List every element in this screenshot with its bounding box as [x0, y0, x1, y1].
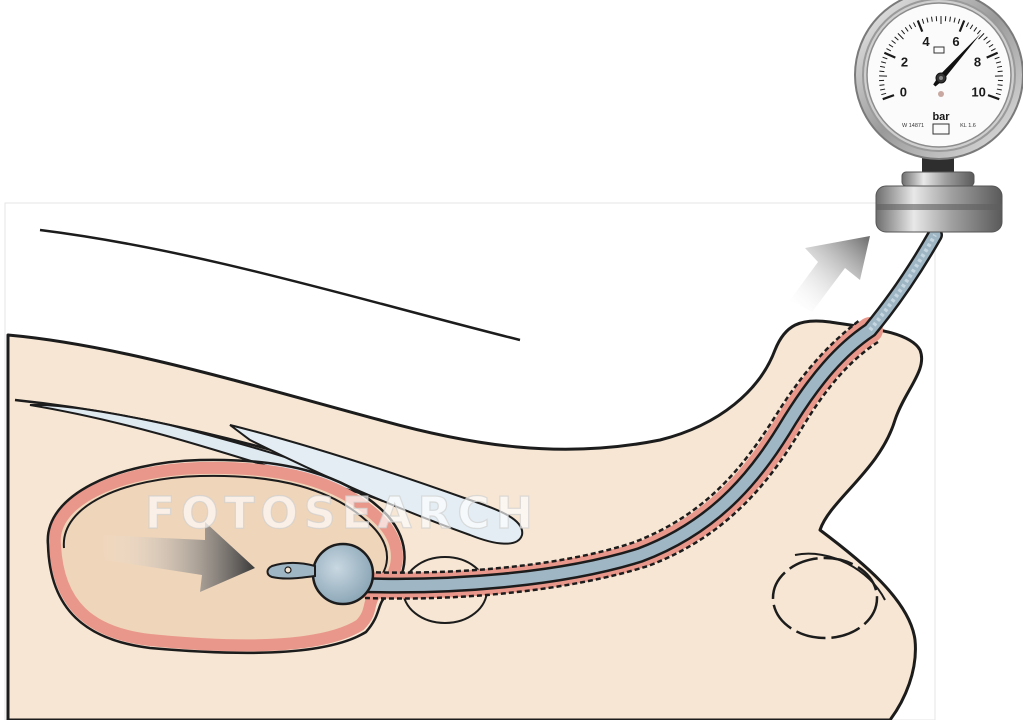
gauge-label-10: 10	[971, 85, 985, 100]
catheter-balloon	[313, 544, 373, 604]
gauge-label-0: 0	[900, 85, 907, 100]
gauge-collar	[902, 172, 974, 186]
gauge-model-text: W 14871	[902, 123, 924, 129]
anatomy-illustration: FOTOSEARCH	[5, 203, 935, 720]
gauge-small-dot	[938, 91, 944, 97]
gauge-label-4: 4	[922, 34, 930, 49]
gauge-flange-band	[876, 204, 1002, 210]
gauge-class-text: KL 1.6	[960, 123, 976, 129]
gauge-label-8: 8	[974, 55, 981, 70]
gauge-needle-hub-center	[939, 76, 943, 80]
gauge-tick	[879, 71, 884, 72]
gauge-tick	[998, 85, 1003, 86]
watermark-text: FOTOSEARCH	[145, 488, 539, 539]
catheter-tip-hole	[285, 567, 291, 573]
pressure-gauge: 0 2 4 6 8 10 bar W 14871 KL 1.6	[855, 0, 1023, 232]
gauge-label-2: 2	[901, 55, 908, 70]
gauge-tick	[998, 71, 1003, 72]
gauge-unit-label: bar	[932, 111, 950, 123]
gauge-tick	[879, 85, 884, 86]
gauge-label-6: 6	[952, 34, 959, 49]
